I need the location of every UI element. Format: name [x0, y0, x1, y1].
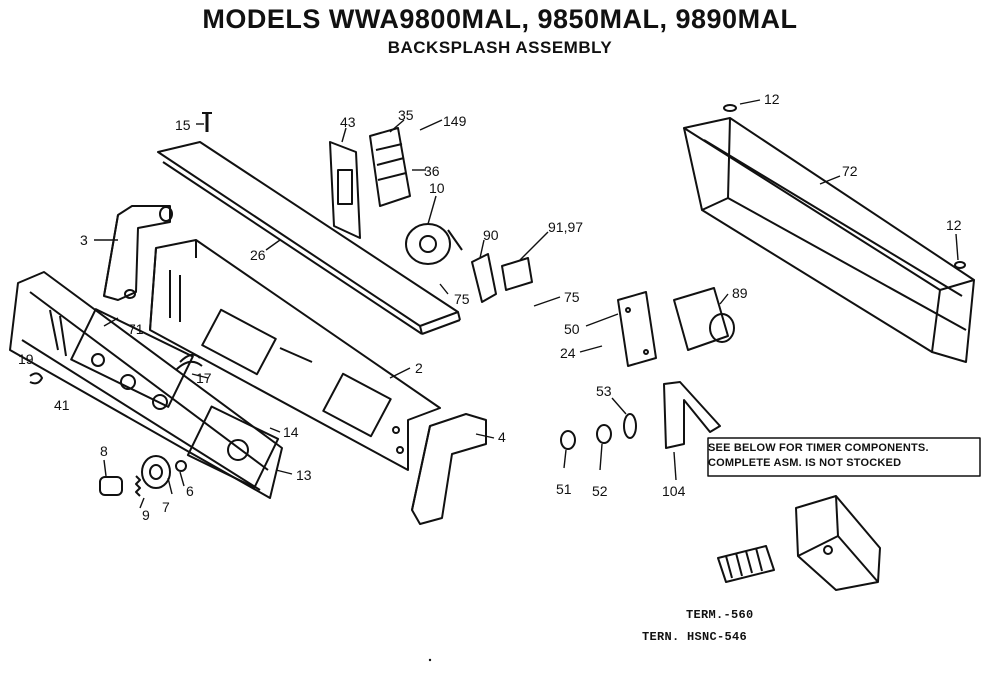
part-15-screw	[202, 112, 212, 132]
label-15: 15	[175, 117, 191, 133]
stray-dot	[428, 658, 432, 662]
label-50: 50	[564, 321, 580, 337]
label-89: 89	[732, 285, 748, 301]
label-35: 35	[398, 107, 414, 123]
label-6: 6	[186, 483, 194, 499]
part-35-switch	[369, 127, 411, 207]
label-104: 104	[662, 483, 686, 499]
label-19: 19	[18, 351, 34, 367]
part-50-timer-plate	[617, 291, 657, 367]
label-91-97: 91,97	[548, 219, 583, 235]
label-9: 9	[142, 507, 150, 523]
page-title: MODELS WWA9800MAL, 9850MAL, 9890MAL	[202, 4, 798, 34]
label-36: 36	[424, 163, 440, 179]
part-labels: 15 43 35 149 36 10 26 3 90 91,97 75 75 7…	[18, 91, 962, 523]
label-90: 90	[483, 227, 499, 243]
label-12-top: 12	[764, 91, 780, 107]
part-13-front-panel	[9, 271, 283, 499]
part-4-right-bracket	[411, 413, 487, 525]
label-41: 41	[54, 397, 70, 413]
leader-lines	[94, 99, 959, 509]
label-8: 8	[100, 443, 108, 459]
part-51-knob	[560, 430, 576, 450]
terminal-label-1: TERM.-560	[686, 608, 754, 622]
terminal-label-2: TERN. HSNC-546	[642, 630, 748, 644]
timer-components-note: SEE BELOW FOR TIMER COMPONENTS. COMPLETE…	[708, 441, 988, 471]
label-26: 26	[250, 247, 266, 263]
label-75-right: 75	[564, 289, 580, 305]
label-51: 51	[556, 481, 572, 497]
part-10-selector-switch	[405, 223, 463, 265]
part-6-knob-cap	[175, 460, 187, 472]
part-52-knob	[596, 424, 612, 444]
part-12-screw-right	[954, 261, 966, 269]
label-72: 72	[842, 163, 858, 179]
note-line-1: SEE BELOW FOR TIMER COMPONENTS.	[708, 442, 929, 454]
label-14: 14	[283, 424, 299, 440]
part-43-switch-plate	[329, 141, 361, 239]
label-12-right: 12	[946, 217, 962, 233]
part-2-console-body	[149, 239, 441, 471]
part-9-spring	[135, 475, 141, 497]
part-19-clip	[29, 372, 43, 385]
part-26-top-rail	[157, 141, 461, 335]
part-104-bracket	[663, 381, 721, 449]
label-71: 71	[128, 321, 144, 337]
page-subtitle: BACKSPLASH ASSEMBLY	[387, 38, 613, 57]
label-17: 17	[196, 370, 212, 386]
part-8-knob	[99, 476, 123, 496]
label-13: 13	[296, 467, 312, 483]
part-90-bracket	[471, 253, 497, 303]
terminal-block	[717, 545, 775, 583]
timer-housing	[795, 495, 881, 591]
label-149: 149	[443, 113, 467, 129]
part-89-timer-motor	[673, 287, 735, 351]
label-10: 10	[429, 180, 445, 196]
part-12-screw-top	[723, 104, 737, 112]
label-53: 53	[596, 383, 612, 399]
part-53-spring	[623, 413, 637, 439]
label-2: 2	[415, 360, 423, 376]
part-3-left-bracket	[103, 205, 173, 301]
part-72-top-cover	[683, 117, 975, 363]
label-43: 43	[340, 114, 356, 130]
label-75-left: 75	[454, 291, 470, 307]
label-3: 3	[80, 232, 88, 248]
part-17-clip	[175, 353, 203, 371]
label-4: 4	[498, 429, 506, 445]
part-91-97-switch	[501, 257, 533, 291]
note-line-2: COMPLETE ASM. IS NOT STOCKED	[708, 457, 902, 469]
label-52: 52	[592, 483, 608, 499]
part-7-knob-skirt	[141, 455, 171, 489]
label-7: 7	[162, 499, 170, 515]
note-box-outline	[707, 437, 981, 477]
label-24: 24	[560, 345, 576, 361]
